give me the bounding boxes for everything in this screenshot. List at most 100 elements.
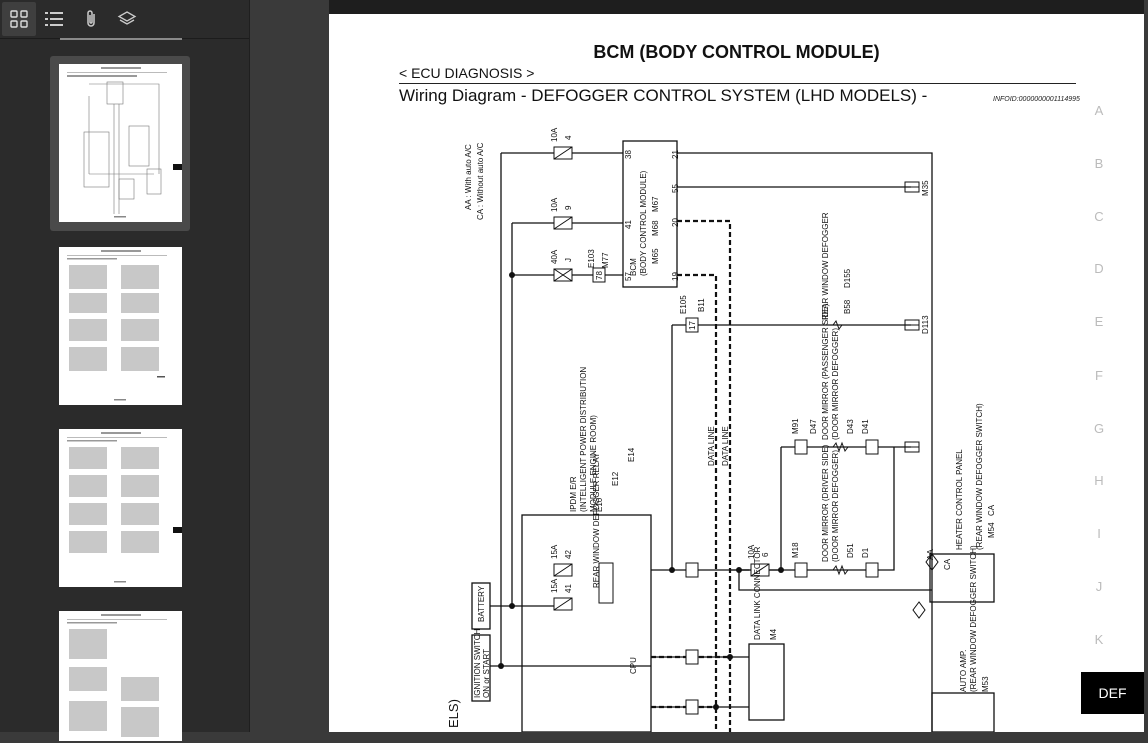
grid-letter-g: G (1093, 421, 1105, 436)
thumbnails-button[interactable] (2, 2, 36, 36)
thumbnail-sidebar (0, 0, 250, 741)
wire-mirror-drv2 (738, 570, 932, 591)
grid-icon (10, 10, 28, 28)
connector-m77: M77 (601, 252, 610, 268)
fuse-5-number: 42 (564, 550, 573, 559)
grid-letter-e: E (1094, 314, 1104, 329)
thumbnail-page-2[interactable] (50, 239, 190, 414)
conn-1b (865, 562, 879, 578)
layers-button[interactable] (110, 2, 144, 36)
wire-internal (490, 605, 651, 667)
conn-50 (685, 699, 699, 715)
thumbnail-image (59, 247, 182, 405)
thumbnail-page-1[interactable] (50, 56, 190, 231)
grid-letter-c: C (1094, 209, 1104, 224)
mirror-connector-m18: M18 (791, 542, 800, 558)
ignition-switch-label: IGNITION SWITCH (473, 628, 482, 698)
wiring-diagram (471, 140, 995, 732)
thumbnail-image (59, 64, 182, 222)
grid-letter-k: K (1094, 632, 1104, 647)
grid-letter-a: A (1094, 103, 1104, 118)
door-mirror-passenger-label: DOOR MIRROR (PASSENGER SIDE) (821, 303, 830, 440)
document-page: BCM (BODY CONTROL MODULE) < ECU DIAGNOSI… (329, 14, 1144, 732)
ca-marker: CA (943, 558, 952, 570)
def-section-tab[interactable]: DEF (1081, 672, 1144, 714)
connector-b11: B11 (697, 298, 706, 312)
data-line-1 (677, 219, 732, 732)
fuse-2-label: 10A (550, 197, 559, 212)
aa-diamond-2 (912, 601, 926, 619)
fuse-1-number: 4 (564, 135, 573, 140)
bcm-pin-41: 41 (624, 220, 633, 229)
bcm-pin-19: 19 (671, 272, 680, 281)
cpu-label: CPU (629, 657, 638, 674)
grid-letter-d: D (1094, 261, 1104, 276)
mirror-connector-d47: D47 (809, 419, 818, 434)
fuse-3-number: J (564, 258, 573, 262)
outline-button[interactable] (37, 2, 71, 36)
mirror-connector-d1: D1 (861, 547, 870, 558)
viewer-right-edge (1144, 0, 1148, 732)
bcm-pin-55: 55 (671, 184, 680, 193)
data-line-label-2: DATA LINE (721, 426, 730, 466)
diagram-subtitle: Wiring Diagram - DEFOGGER CONTROL SYSTEM… (399, 86, 928, 105)
connector-e105: E105 (679, 295, 688, 314)
mirror-connector-d41: D41 (861, 419, 870, 434)
data-line-2 (677, 273, 718, 732)
aa-diamond (925, 553, 939, 571)
heater-box (929, 553, 995, 603)
viewer-gutter (250, 0, 329, 732)
fuse-6-number: 41 (564, 584, 573, 593)
door-mirror-driver-label-2: (DOOR MIRROR DEFOGGER) (831, 450, 840, 562)
auto-amp-label-2: (REAR WINDOW DEFOGGER SWITCH) (969, 545, 978, 692)
bcm-pin-38: 38 (624, 150, 633, 159)
conn-2 (794, 439, 808, 455)
connector-m35: M35 (921, 180, 930, 196)
data-link-connector-label: DATA LINK CONNECTOR (753, 546, 762, 640)
scroll-indicator (60, 38, 182, 40)
battery-label: BATTERY (477, 585, 486, 622)
wire-dlc (651, 656, 749, 708)
fuse-2-number: 9 (564, 205, 573, 210)
thumbnail-page-3[interactable] (50, 421, 190, 596)
thumbnail-page-4[interactable] (50, 603, 190, 743)
layers-icon (117, 11, 137, 25)
door-mirror-passenger-label-2: (DOOR MIRROR DEFOGGER) (831, 328, 840, 440)
previous-page-edge (329, 0, 1144, 14)
bcm-box (622, 140, 678, 288)
conn-74 (685, 562, 699, 578)
data-line-label-1: DATA LINE (707, 426, 716, 466)
aa-marker: AA (926, 549, 935, 560)
data-line-cross (651, 655, 730, 709)
page-edge-text: ELS) (446, 699, 461, 728)
bcm-connector-m68: M68 (651, 220, 660, 236)
pin-78: 78 (595, 271, 604, 280)
grid-letter-j: J (1095, 579, 1103, 594)
door-mirror-driver-label: DOOR MIRROR (DRIVER SIDE) (821, 444, 830, 562)
bcm-pin-20: 20 (671, 218, 680, 227)
header-rule (399, 83, 1076, 84)
auto-amp-label: AUTO AMP. (959, 649, 968, 692)
sidebar-toolbar (0, 0, 249, 39)
connector-d155: D155 (843, 268, 852, 288)
bcm-pin-21: 21 (671, 150, 680, 159)
ipdm-box (521, 514, 652, 732)
connector-b58: B58 (843, 299, 852, 314)
ipdm-connector-e12: E12 (611, 471, 620, 486)
relay-label: REAR WINDOW DEFOGGER RELAY (592, 452, 601, 588)
paperclip-icon (87, 10, 95, 27)
conn-2b (794, 562, 808, 578)
legend-aa: AA : With auto A/C (464, 144, 473, 210)
attachments-button[interactable] (74, 2, 108, 36)
ipdm-label-2: (INTELLIGENT POWER DISTRIBUTION (579, 366, 588, 512)
wire-mirror-drv (739, 447, 895, 571)
grid-letter-i: I (1097, 526, 1101, 541)
grid-letter-b: B (1094, 156, 1104, 171)
ipdm-connector-e14: E14 (627, 447, 636, 462)
grid-letter-f: F (1095, 368, 1103, 383)
relay-box (598, 562, 614, 604)
heater-connector-ca: CA (987, 504, 996, 516)
ign-box (471, 634, 491, 702)
info-id: INFOID:0000000001114995 (993, 96, 1080, 103)
conn-17 (685, 317, 699, 333)
